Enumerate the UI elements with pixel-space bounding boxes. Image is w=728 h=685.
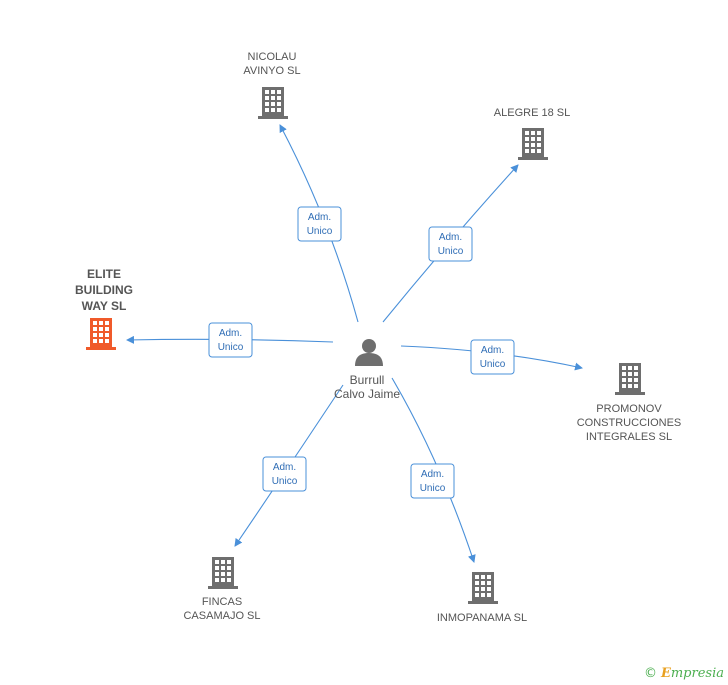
person-name-line1: Burrull — [350, 373, 385, 387]
edge-label-nicolau[interactable]: Adm. Unico — [297, 206, 342, 242]
building-icon — [258, 87, 288, 119]
edge-label-box — [208, 322, 253, 358]
edge-label-alegre[interactable]: Adm. Unico — [428, 226, 473, 262]
building-icon — [86, 318, 116, 350]
company-label-line: ALEGRE 18 SL — [494, 107, 570, 119]
brand-name: mpresia — [670, 666, 724, 681]
person-name-line2: Calvo Jaime — [334, 387, 400, 401]
edge-label-line: Unico — [438, 246, 464, 257]
edge-label-box — [470, 339, 515, 375]
company-label-line: CONSTRUCCIONES — [577, 417, 682, 429]
company-label-line: INMOPANAMA SL — [437, 612, 527, 624]
company-node-inmopanama[interactable]: INMOPANAMA SL — [437, 572, 527, 624]
company-label-line: INTEGRALES SL — [586, 431, 672, 443]
company-node-alegre[interactable]: ALEGRE 18 SL — [494, 107, 570, 160]
edge-label-elite[interactable]: Adm. Unico — [208, 322, 253, 358]
company-label-line: CASAMAJO SL — [183, 610, 260, 622]
edge-label-promonov[interactable]: Adm. Unico — [470, 339, 515, 375]
company-label-line: AVINYO SL — [243, 65, 300, 77]
person-icon — [355, 339, 383, 366]
edge-label-line: Unico — [420, 483, 446, 494]
company-label-line: WAY SL — [82, 299, 127, 313]
building-icon — [518, 128, 548, 160]
building-icon — [208, 557, 238, 589]
copyright-icon: © — [643, 666, 657, 681]
company-label-line: NICOLAU — [248, 51, 297, 63]
company-node-promonov[interactable]: PROMONOV CONSTRUCCIONES INTEGRALES SL — [577, 363, 682, 443]
company-node-nicolau[interactable]: NICOLAU AVINYO SL — [243, 51, 301, 119]
edge-label-line: Unico — [307, 226, 333, 237]
edge-label-line: Adm. — [273, 462, 296, 473]
edge-label-line: Unico — [218, 342, 244, 353]
edge-label-line: Adm. — [219, 328, 242, 339]
company-node-elite[interactable]: ELITE BUILDING WAY SL — [75, 267, 133, 350]
edge-label-line: Unico — [480, 359, 506, 370]
brand-initial: E — [660, 666, 671, 681]
company-label-line: ELITE — [87, 267, 121, 281]
edge-label-inmopanama[interactable]: Adm. Unico — [410, 463, 455, 499]
edge-label-box — [410, 463, 455, 499]
company-label-line: PROMONOV — [596, 403, 662, 415]
company-label-line: BUILDING — [75, 283, 133, 297]
edge-label-line: Adm. — [308, 212, 331, 223]
edge-label-line: Adm. — [481, 345, 504, 356]
edge-label-line: Adm. — [421, 469, 444, 480]
company-node-fincas[interactable]: FINCAS CASAMAJO SL — [183, 557, 261, 622]
edge-label-line: Adm. — [439, 232, 462, 243]
person-node[interactable]: Burrull Calvo Jaime — [334, 339, 400, 401]
edge-label-line: Unico — [272, 476, 298, 487]
nodes-layer: NICOLAU AVINYO SL ALEGRE 18 SL ELITE BUILDIN… — [75, 51, 681, 624]
edge-label-fincas[interactable]: Adm. Unico — [262, 456, 307, 492]
building-icon — [468, 572, 498, 604]
edge-label-box — [428, 226, 473, 262]
building-icon — [615, 363, 645, 395]
edge-label-box — [297, 206, 342, 242]
footer-brand: ©Empresia — [644, 666, 724, 681]
company-label-line: FINCAS — [202, 596, 242, 608]
edge-label-box — [262, 456, 307, 492]
